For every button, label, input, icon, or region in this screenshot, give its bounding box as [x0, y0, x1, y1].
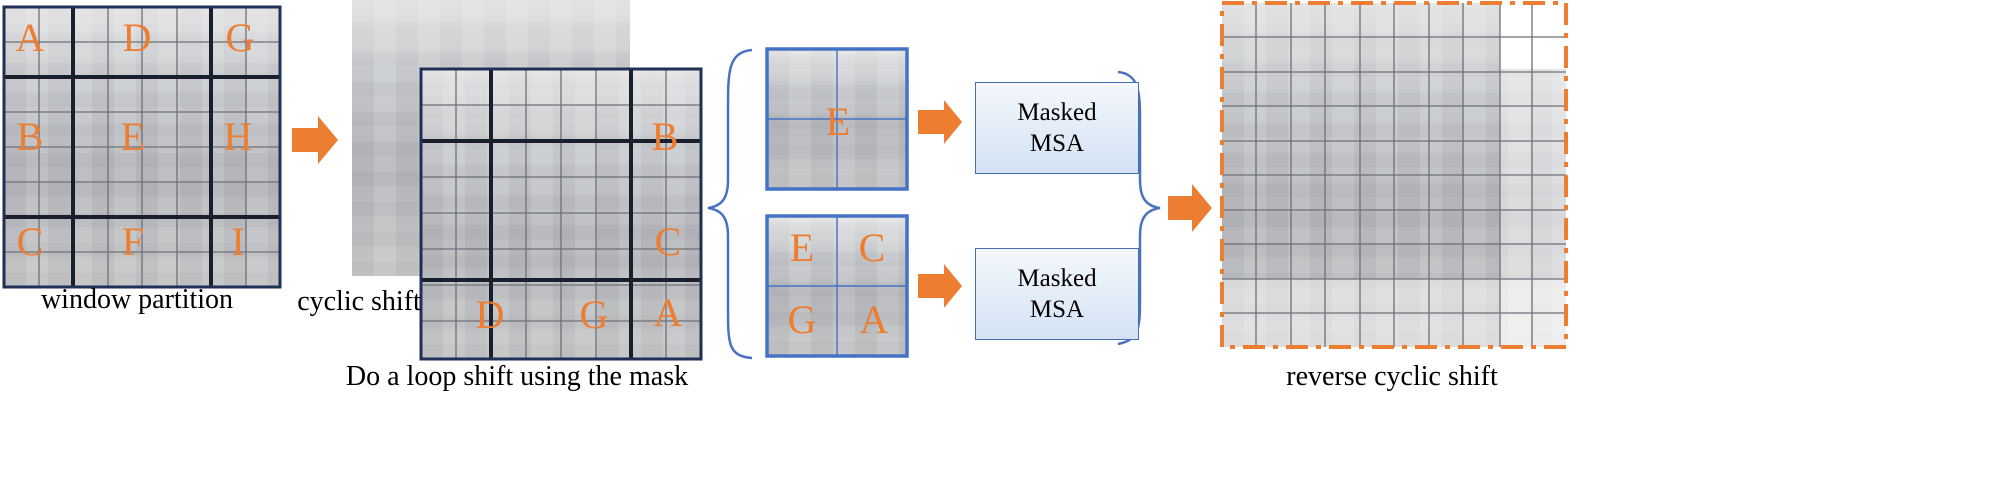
panel1-label-a: A: [15, 15, 45, 60]
panel2-caption: Do a loop shift using the mask: [345, 361, 689, 392]
panel4-frame: [1220, 1, 1568, 349]
panel1-caption: window partition: [40, 284, 234, 315]
masked-msa-top-line1: Masked: [1017, 98, 1097, 126]
panel3-bottom-label-e: E: [789, 225, 815, 270]
arrow-final: [1168, 184, 1212, 232]
masked-msa-bottom-line2: MSA: [1029, 296, 1085, 323]
panel1-label-b: B: [16, 114, 44, 159]
panel2-label-a: A: [653, 290, 683, 335]
masked-msa-box-bottom: Masked MSA: [975, 248, 1139, 340]
panel4-blank-corner: [1500, 3, 1566, 69]
panel2-window-lines: [421, 69, 701, 359]
panel1-label-e: E: [120, 114, 146, 159]
panel3-bottom-grid: [767, 216, 907, 356]
panel2-side-caption: cyclic shift: [297, 286, 421, 317]
panel2-frame: [419, 67, 703, 361]
panel1-label-i: I: [231, 219, 245, 264]
panel3-bottom-frame: [765, 214, 909, 358]
panel1-label-g: G: [225, 15, 255, 60]
panel4-caption: reverse cyclic shift: [1286, 361, 1498, 392]
panel3-top-grid: [767, 49, 907, 189]
masked-msa-bottom-line1: Masked: [1017, 264, 1097, 292]
panel1-label-c: C: [16, 219, 44, 264]
panel2-label-c: C: [654, 219, 682, 264]
panel2-label-g: G: [579, 292, 609, 337]
panel1-frame: [2, 5, 282, 289]
panel2-label-b: B: [651, 114, 679, 159]
panel4-grid: [1222, 3, 1566, 347]
panel1-label-d: D: [122, 15, 152, 60]
panel2-label-d: D: [475, 292, 505, 337]
masked-msa-top-line2: MSA: [1029, 130, 1085, 157]
arrow-msa-bottom: [918, 264, 962, 308]
left-brace: [707, 48, 753, 360]
panel3-bottom-label-g: G: [787, 297, 817, 342]
panel3-top-frame: [765, 47, 909, 191]
arrow-1: [292, 116, 338, 164]
panel3-top-label-e: E: [825, 99, 851, 144]
panel1-label-h: H: [223, 114, 253, 159]
right-brace: [1117, 70, 1161, 346]
masked-msa-box-top: Masked MSA: [975, 82, 1139, 174]
panel4-pale-right: [1500, 69, 1566, 347]
arrow-msa-top: [918, 100, 962, 144]
panel1-label-f: F: [121, 219, 145, 264]
panel1-window-lines: [4, 7, 280, 287]
panel3-bottom-label-a: A: [859, 297, 889, 342]
panel3-bottom-label-c: C: [858, 225, 886, 270]
